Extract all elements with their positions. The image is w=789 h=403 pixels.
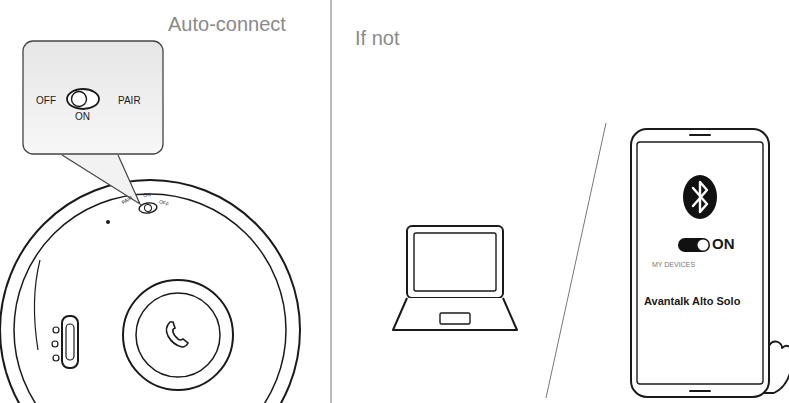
- section-heading: If not: [355, 27, 399, 49]
- phone-screen: ON MY DEVICES Avantalk Alto Solo: [630, 128, 770, 398]
- my-devices-label: MY DEVICES: [652, 261, 695, 269]
- switch-off-label: OFF: [36, 95, 56, 106]
- or-slash: [546, 123, 606, 398]
- switch-marking: ON: [143, 192, 151, 198]
- phone-screen-outline: [630, 128, 770, 398]
- device-name: Avantalk Alto Solo: [644, 295, 740, 307]
- switch-callout: OFF ON PAIR: [22, 40, 164, 155]
- laptop-icon: [393, 226, 517, 330]
- switch-on-label: ON: [75, 111, 90, 122]
- divider: [331, 0, 332, 403]
- bluetooth-on-label: ON: [712, 236, 735, 253]
- section-heading: Auto-connect: [168, 13, 286, 35]
- switch-pair-label: PAIR: [118, 95, 141, 106]
- earbud: [0, 180, 300, 403]
